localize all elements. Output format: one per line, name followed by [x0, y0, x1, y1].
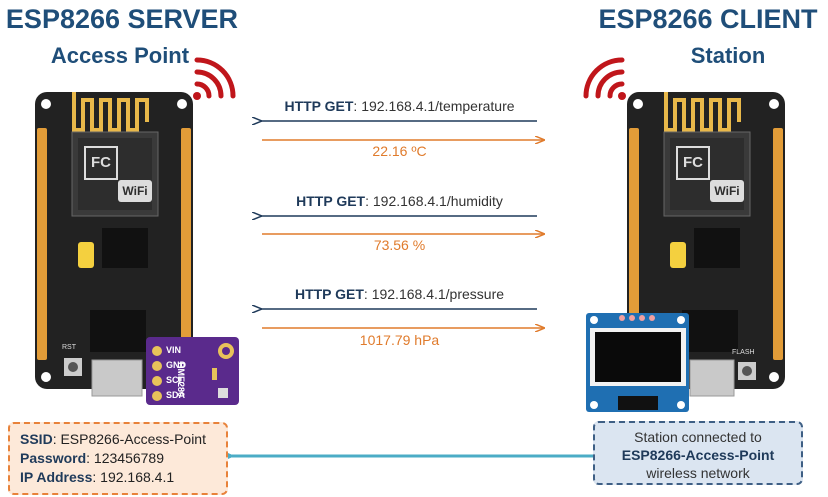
flash-label: FLASH	[732, 349, 755, 356]
response-label-pressure: 1017.79 hPa	[359, 332, 440, 348]
wifi-signal-icon	[583, 57, 626, 100]
station-line-3: wireless network	[646, 465, 750, 481]
station-line-2: ESP8266-Access-Point	[621, 447, 775, 463]
password-row: Password: 123456789	[20, 450, 164, 466]
ip-address-value: 192.168.4.1	[100, 469, 175, 485]
fc-logo: FC	[676, 146, 710, 180]
password-label: Password	[20, 450, 87, 466]
wifi-logo-text: WiFi	[714, 184, 740, 198]
ssid-value: ESP8266-Access-Point	[60, 431, 206, 447]
request-label-temperature: HTTP GET: 192.168.4.1/temperature	[284, 98, 515, 114]
wifi-logo: WiFi	[710, 180, 744, 202]
request-url: 192.168.4.1/pressure	[371, 286, 505, 302]
request-url: 192.168.4.1/temperature	[361, 98, 515, 114]
oled-display	[586, 313, 689, 412]
password-value: 123456789	[93, 450, 164, 466]
rst-label: RST	[62, 344, 76, 351]
request-label-pressure: HTTP GET: 192.168.4.1/pressure	[294, 286, 505, 302]
station-line-1: Station connected to	[634, 429, 762, 445]
sensor-pin-label-vin: VIN	[166, 345, 182, 355]
request-method: HTTP GET	[284, 98, 354, 114]
request-url: 192.168.4.1/humidity	[372, 193, 503, 209]
fc-logo: FC	[84, 146, 118, 180]
ip-address-row: IP Address: 192.168.4.1	[20, 469, 175, 485]
bme280-sensor	[146, 337, 239, 405]
ssid-row: SSID: ESP8266-Access-Point	[20, 431, 206, 447]
station-info-box: Station connected to ESP8266-Access-Poin…	[593, 421, 803, 485]
client-subtitle: Station	[690, 43, 766, 68]
request-label-humidity: HTTP GET: 192.168.4.1/humidity	[296, 193, 503, 209]
wifi-logo-text: WiFi	[122, 184, 148, 198]
sensor-pin-label-scl: SCL	[166, 375, 184, 385]
sensor-name-label: BME280	[176, 362, 186, 398]
fc-logo-text: FC	[683, 154, 703, 171]
wifi-signal-icon	[193, 57, 236, 100]
server-subtitle: Access Point	[50, 43, 190, 68]
sensor-pin-label-sda: SDA	[166, 390, 186, 400]
request-method: HTTP GET	[296, 193, 366, 209]
sensor-pin-label-gnd: GND	[166, 360, 186, 370]
wifi-logo: WiFi	[118, 180, 152, 202]
response-label-humidity: 73.56 %	[373, 237, 426, 253]
access-point-info-box: SSID: ESP8266-Access-Point Password: 123…	[8, 422, 228, 495]
request-method: HTTP GET	[294, 286, 364, 302]
pin-header-left	[37, 128, 191, 360]
ssid-label: SSID	[20, 431, 53, 447]
esp8266-server-board	[35, 92, 193, 397]
server-title: ESP8266 SERVER	[5, 4, 239, 34]
fc-logo-text: FC	[91, 154, 111, 171]
pin-header-right	[629, 128, 783, 360]
client-title: ESP8266 CLIENT	[598, 4, 818, 34]
ip-address-label: IP Address	[20, 469, 93, 485]
response-label-temperature: 22.16 ºC	[372, 143, 427, 159]
